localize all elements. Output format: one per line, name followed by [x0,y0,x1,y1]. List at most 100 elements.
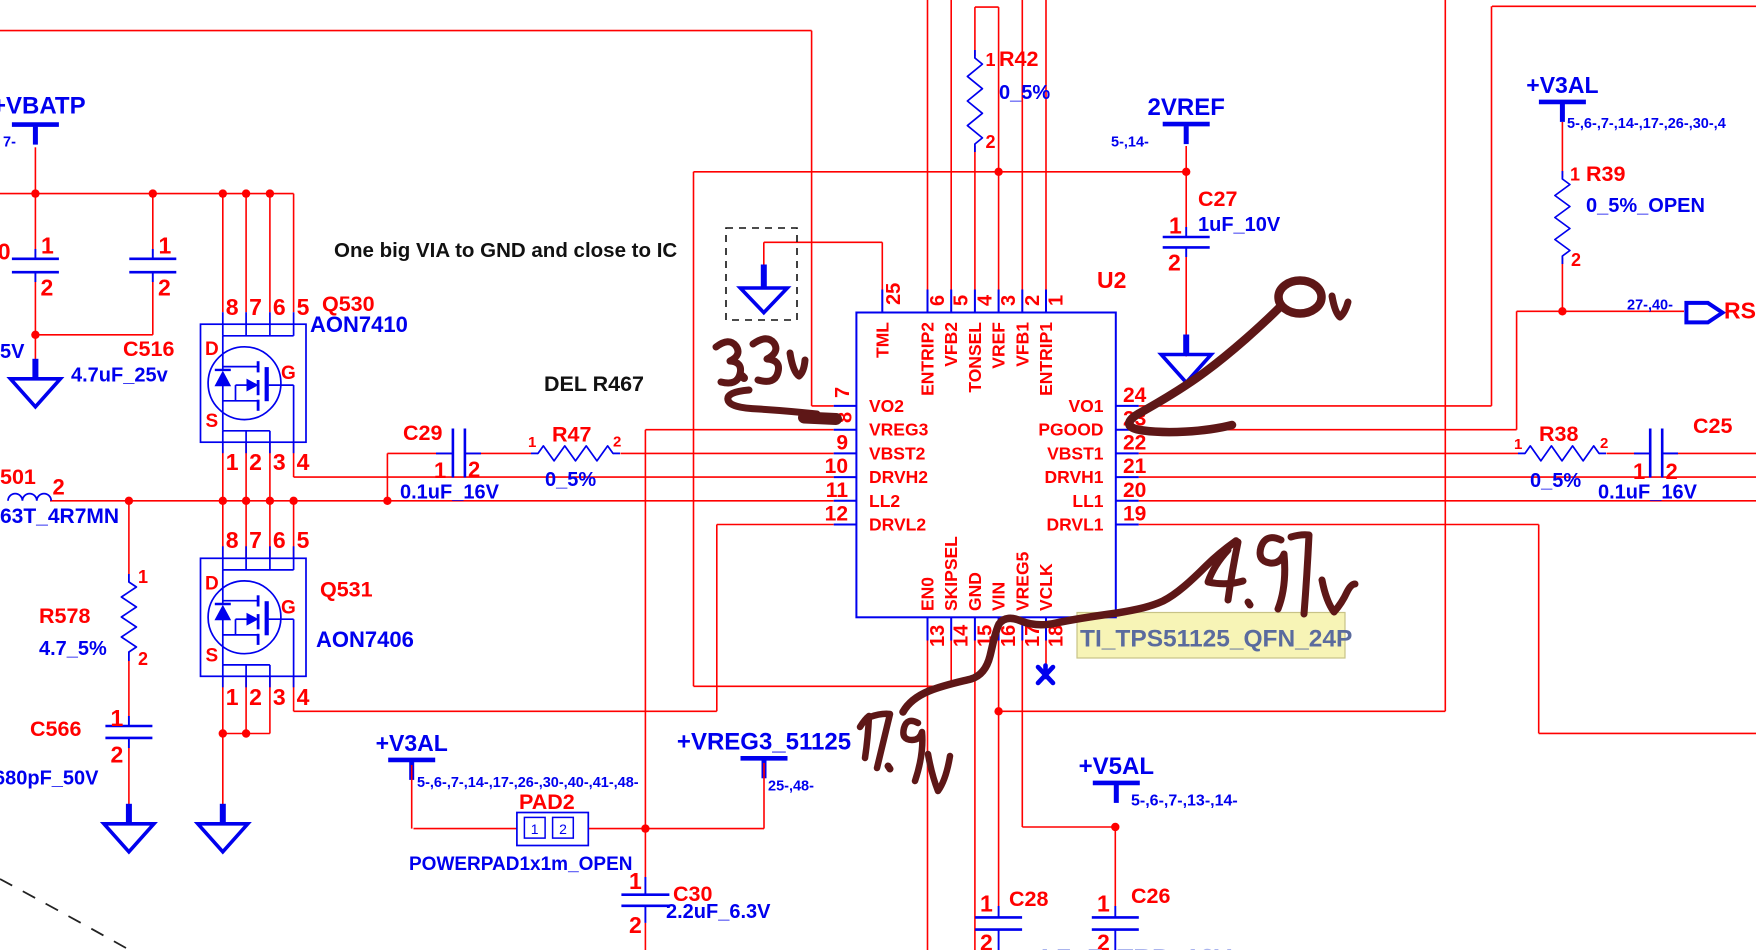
svg-text:6: 6 [273,294,286,320]
svg-text:8: 8 [835,412,857,423]
svg-text:10: 10 [825,455,848,478]
svg-text:LL2: LL2 [869,491,900,511]
svg-text:4: 4 [297,449,310,475]
svg-text:1: 1 [41,233,54,259]
svg-text:27-,40-: 27-,40- [1627,298,1673,314]
svg-text:DRVL1: DRVL1 [1046,515,1103,535]
svg-text:R578: R578 [39,604,90,628]
svg-text:U2: U2 [1097,267,1126,293]
svg-text:4: 4 [974,294,996,306]
svg-text:6: 6 [273,527,286,553]
svg-text:0_5%: 0_5% [1530,470,1581,492]
svg-text:25-,48-: 25-,48- [768,779,814,795]
svg-text:11: 11 [826,479,849,502]
svg-text:AON7410: AON7410 [310,312,408,337]
svg-text:5V: 5V [0,341,25,363]
svg-text:7: 7 [249,294,262,320]
svg-text:2: 2 [111,742,124,768]
svg-text:VFB2: VFB2 [941,322,961,367]
svg-text:DRVH1: DRVH1 [1044,467,1103,487]
svg-text:3: 3 [273,449,286,475]
svg-text:2: 2 [980,930,993,950]
svg-text:1: 1 [1169,213,1182,239]
svg-text:63T_4R7MN: 63T_4R7MN [0,505,119,528]
svg-text:C29: C29 [403,421,442,445]
svg-text:2: 2 [41,275,54,301]
svg-text:2: 2 [138,649,148,669]
svg-text:VCLK: VCLK [1036,563,1056,611]
svg-text:13: 13 [927,625,949,647]
svg-text:19: 19 [1123,503,1146,526]
svg-text:24: 24 [1123,384,1147,407]
svg-text:TI_TPS51125_QFN_24P: TI_TPS51125_QFN_24P [1080,626,1352,653]
svg-text:C566: C566 [30,717,81,741]
svg-text:RS: RS [1724,298,1756,324]
svg-text:7: 7 [249,527,262,553]
svg-text:3: 3 [273,684,286,710]
svg-text:1: 1 [434,458,446,483]
svg-text:2: 2 [613,434,621,451]
svg-text:10: 10 [0,239,11,265]
svg-text:1: 1 [1097,891,1110,917]
svg-text:12: 12 [825,503,848,526]
svg-text:1: 1 [1046,295,1068,306]
svg-text:VREG3: VREG3 [869,420,929,440]
svg-text:+VBATP: +VBATP [0,93,86,120]
svg-text:0.1uF_16V: 0.1uF_16V [400,482,500,504]
svg-text:501: 501 [0,465,36,489]
svg-text:1: 1 [528,434,536,451]
svg-text:2: 2 [1571,250,1581,270]
svg-text:One big VIA to GND and close t: One big VIA to GND and close to IC [334,239,677,262]
svg-text:2.2uF_6.3V: 2.2uF_6.3V [666,901,771,923]
svg-text:POWERPAD1x1m_OPEN: POWERPAD1x1m_OPEN [409,854,633,875]
svg-text:5-,6-,7-,14-,17-,26-,30-,4: 5-,6-,7-,14-,17-,26-,30-,4 [1567,116,1726,132]
svg-text:Q530: Q530 [322,292,375,316]
svg-text:5-,6-,7-,14-,17-,26-,30-,40-,4: 5-,6-,7-,14-,17-,26-,30-,40-,41-,48- [417,775,639,791]
svg-text:TML: TML [872,322,892,358]
svg-text:2: 2 [249,684,262,710]
svg-text:0.1uF_16V: 0.1uF_16V [1598,482,1698,504]
svg-text:0_5%: 0_5% [545,469,596,491]
svg-text:4.7uF_25v: 4.7uF_25v [71,365,169,387]
svg-text:PGOOD: PGOOD [1038,420,1103,440]
svg-text:7: 7 [832,387,854,398]
svg-text:TONSEL: TONSEL [965,322,985,393]
svg-text:VFB1: VFB1 [1012,322,1032,367]
svg-text:VO1: VO1 [1068,396,1103,416]
svg-text:+V3AL: +V3AL [1526,72,1598,98]
svg-text:17: 17 [1022,625,1044,647]
svg-text:ENTRIP1: ENTRIP1 [1036,322,1056,396]
svg-text:DEL R467: DEL R467 [544,372,644,396]
svg-text:2: 2 [158,275,171,301]
svg-text:R42: R42 [999,47,1038,71]
svg-text:5-,14-: 5-,14- [1111,135,1149,151]
svg-text:DRVH2: DRVH2 [869,467,928,487]
svg-text:C28: C28 [1009,887,1048,911]
svg-text:+V5AL: +V5AL [1079,753,1154,780]
svg-text:VREG5: VREG5 [1012,551,1032,611]
svg-text:1: 1 [226,684,239,710]
svg-text:4: 4 [297,684,310,710]
svg-text:2: 2 [468,457,480,482]
svg-text:1: 1 [138,567,148,587]
svg-text:2: 2 [53,475,65,500]
svg-text:D: D [205,573,219,594]
svg-text:6: 6 [927,295,949,306]
svg-text:S: S [206,645,219,666]
svg-text:5-,6-,7-,13-,14-: 5-,6-,7-,13-,14- [1131,793,1238,810]
svg-text:1: 1 [1514,436,1522,453]
svg-text:8: 8 [226,294,239,320]
svg-text:1: 1 [986,50,996,70]
svg-text:R38: R38 [1539,422,1578,446]
svg-text:ENTRIP2: ENTRIP2 [918,322,938,396]
svg-text:DRVL2: DRVL2 [869,515,926,535]
svg-text:GND: GND [965,572,985,611]
svg-text:C27: C27 [1198,187,1237,211]
svg-text:18: 18 [1046,625,1068,647]
svg-text:C25: C25 [1693,414,1732,438]
svg-text:0_5%_OPEN: 0_5%_OPEN [1586,195,1705,217]
svg-text:2VREF: 2VREF [1148,94,1225,121]
svg-text:8: 8 [226,527,239,553]
svg-text:5: 5 [297,527,310,553]
svg-text:3: 3 [998,295,1020,306]
